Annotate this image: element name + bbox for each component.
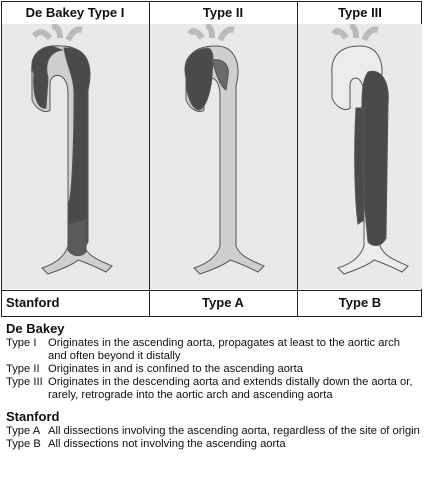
stanford-desc: All dissections not involving the ascend…	[48, 438, 286, 450]
aorta-type-2	[184, 24, 265, 275]
column-divider-1	[149, 1, 150, 316]
aorta-type-3	[331, 24, 409, 275]
stanford-term: Type B	[6, 438, 41, 450]
debakey-desc: Originates in and is confined to the asc…	[48, 363, 303, 375]
stanford-title: Stanford	[6, 409, 60, 424]
debakey-row-type-1: Type I Originates in the ascending aorta…	[6, 337, 420, 363]
legend: De Bakey Type I Originates in the ascend…	[6, 322, 420, 451]
footer-divider	[1, 290, 422, 291]
header-type-2: Type II	[202, 5, 244, 20]
header-type-3: Type III	[338, 5, 382, 20]
stanford-desc: All dissections involving the ascending …	[48, 425, 420, 437]
debakey-row-type-3: Type III Originates in the descending ao…	[6, 376, 420, 402]
footer-type-a: Type A	[202, 295, 244, 310]
stanford-term: Type A	[6, 425, 41, 437]
false-lumen-type-1	[31, 45, 91, 253]
header-debakey-type-1: De Bakey Type I	[25, 5, 125, 20]
debakey-desc: Originates in the ascending aorta, propa…	[48, 337, 400, 362]
debakey-term: Type II	[6, 363, 40, 375]
stanford-row-type-b: Type B All dissections not involving the…	[6, 438, 420, 451]
footer-type-b: Type B	[338, 295, 382, 310]
aorta-type-1	[31, 24, 113, 275]
debakey-desc: Originates in the descending aorta and e…	[48, 376, 413, 401]
false-lumen-type-2	[184, 47, 214, 111]
footer-stanford: Stanford	[6, 295, 60, 310]
debakey-row-type-2: Type II Originates in and is confined to…	[6, 363, 420, 376]
debakey-term: Type I	[6, 337, 37, 349]
column-divider-2	[297, 1, 298, 316]
debakey-term: Type III	[6, 376, 43, 388]
false-lumen-type-3	[354, 70, 389, 246]
panel-type-2	[150, 24, 297, 289]
debakey-title: De Bakey	[6, 321, 65, 336]
panel-type-1	[2, 24, 149, 289]
panel-type-3	[298, 24, 422, 289]
stanford-row-type-a: Type A All dissections involving the asc…	[6, 425, 420, 438]
